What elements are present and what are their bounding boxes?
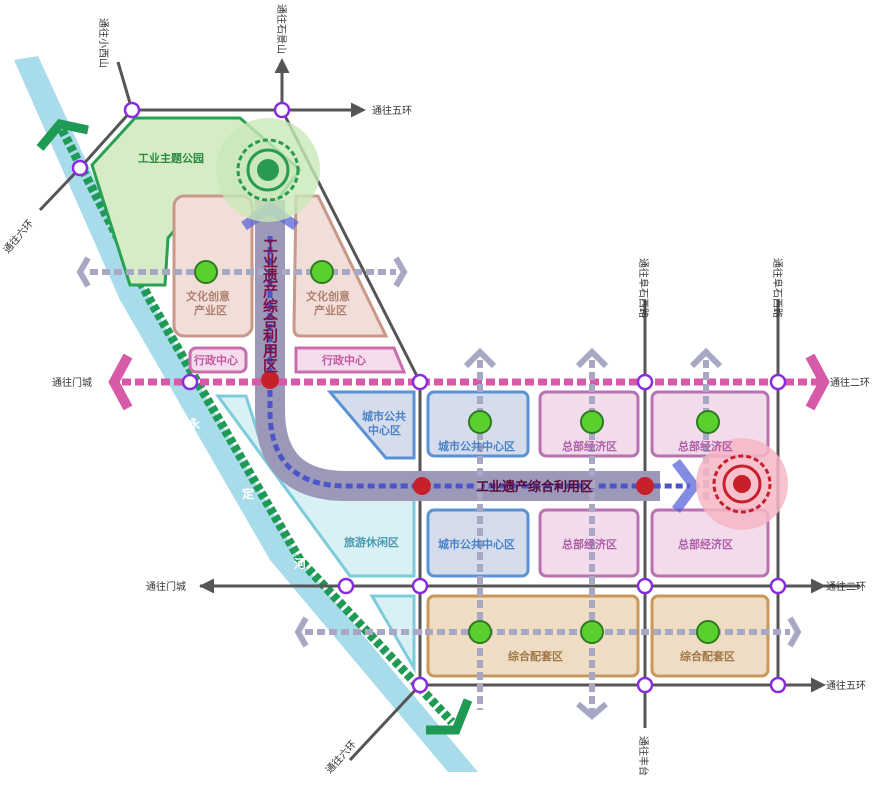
road-label-mencheng-top: 通往门城 (52, 376, 92, 389)
zone-culture-right (292, 194, 389, 338)
road-nodes (71, 101, 787, 694)
road-label-fushixilu-2: 通往阜石西路 (771, 258, 784, 318)
label-civic-bottom: 城市公共中心区 (438, 537, 515, 551)
label-culture-right-2: 产业区 (314, 303, 347, 317)
greenbelt-arrow-top (36, 119, 89, 151)
heritage-arrow-right (672, 459, 701, 513)
label-civic-top: 城市公共中心区 (438, 439, 515, 453)
label-hq-top-2: 总部经济区 (678, 439, 733, 453)
label-heritage-horizontal: 工业遗产综合利用区 (476, 479, 593, 495)
river-char-2: 定 (242, 486, 254, 501)
red-nodes (261, 371, 788, 530)
grey-axes (90, 269, 790, 712)
road-label-erhuan-top: 通往二环 (830, 376, 870, 389)
river-char-1: 永 (187, 416, 200, 431)
river-greenbelt (58, 127, 456, 726)
label-admin-right: 行政中心 (321, 353, 366, 367)
road-label-wuhuan-top: 通往五环 (372, 104, 412, 117)
zone-civic-diagonal (326, 390, 416, 460)
label-support-2: 综合配套区 (680, 649, 735, 663)
label-tourism: 旅游休闲区 (344, 535, 399, 549)
label-culture-left-1: 文化创意 (186, 289, 230, 303)
zone-admin-left (188, 346, 248, 374)
label-culture-right-1: 文化创意 (306, 289, 350, 303)
label-heritage-vertical: 工业遗产综合利用区 (261, 238, 279, 373)
green-nodes (194, 118, 720, 644)
road-label-xiaoxishan: 通往小西山 (97, 18, 110, 68)
road-label-shijingshan: 通往石景山 (275, 4, 288, 54)
label-civic-diag-2: 中心区 (368, 423, 401, 437)
road-label-wuhuan-bottom: 通往五环 (826, 679, 866, 692)
pink-arrow-left (108, 353, 133, 411)
pink-arrow-right (805, 353, 830, 411)
label-hq-top-1: 总部经济区 (562, 439, 617, 453)
greenbelt-arrow-bottom (426, 698, 473, 735)
label-admin-left: 行政中心 (193, 353, 238, 367)
grey-arrowheads (76, 256, 802, 720)
road-label-erhuan-bottom: 通往二环 (826, 580, 866, 593)
road-label-mencheng-bottom: 通往门城 (146, 580, 186, 593)
label-culture-left-2: 产业区 (194, 303, 227, 317)
road-label-fushixilu-1: 通往阜石西路 (637, 258, 650, 318)
label-support-1: 综合配套区 (508, 649, 563, 663)
zone-admin-right (294, 346, 407, 374)
zone-support-1 (426, 594, 640, 678)
label-hq-bottom-1: 总部经济区 (562, 537, 617, 551)
road-label-liuhuan-left: 通往六环 (0, 217, 36, 256)
label-civic-diag-1: 城市公共 (362, 409, 406, 423)
river-char-3: 河 (293, 556, 306, 571)
road-label-fengtai: 通往丰台 (637, 736, 650, 776)
heritage-axis-dash (267, 236, 690, 489)
label-hq-bottom-2: 总部经济区 (678, 537, 733, 551)
label-industrial-park: 工业主题公园 (138, 151, 204, 165)
